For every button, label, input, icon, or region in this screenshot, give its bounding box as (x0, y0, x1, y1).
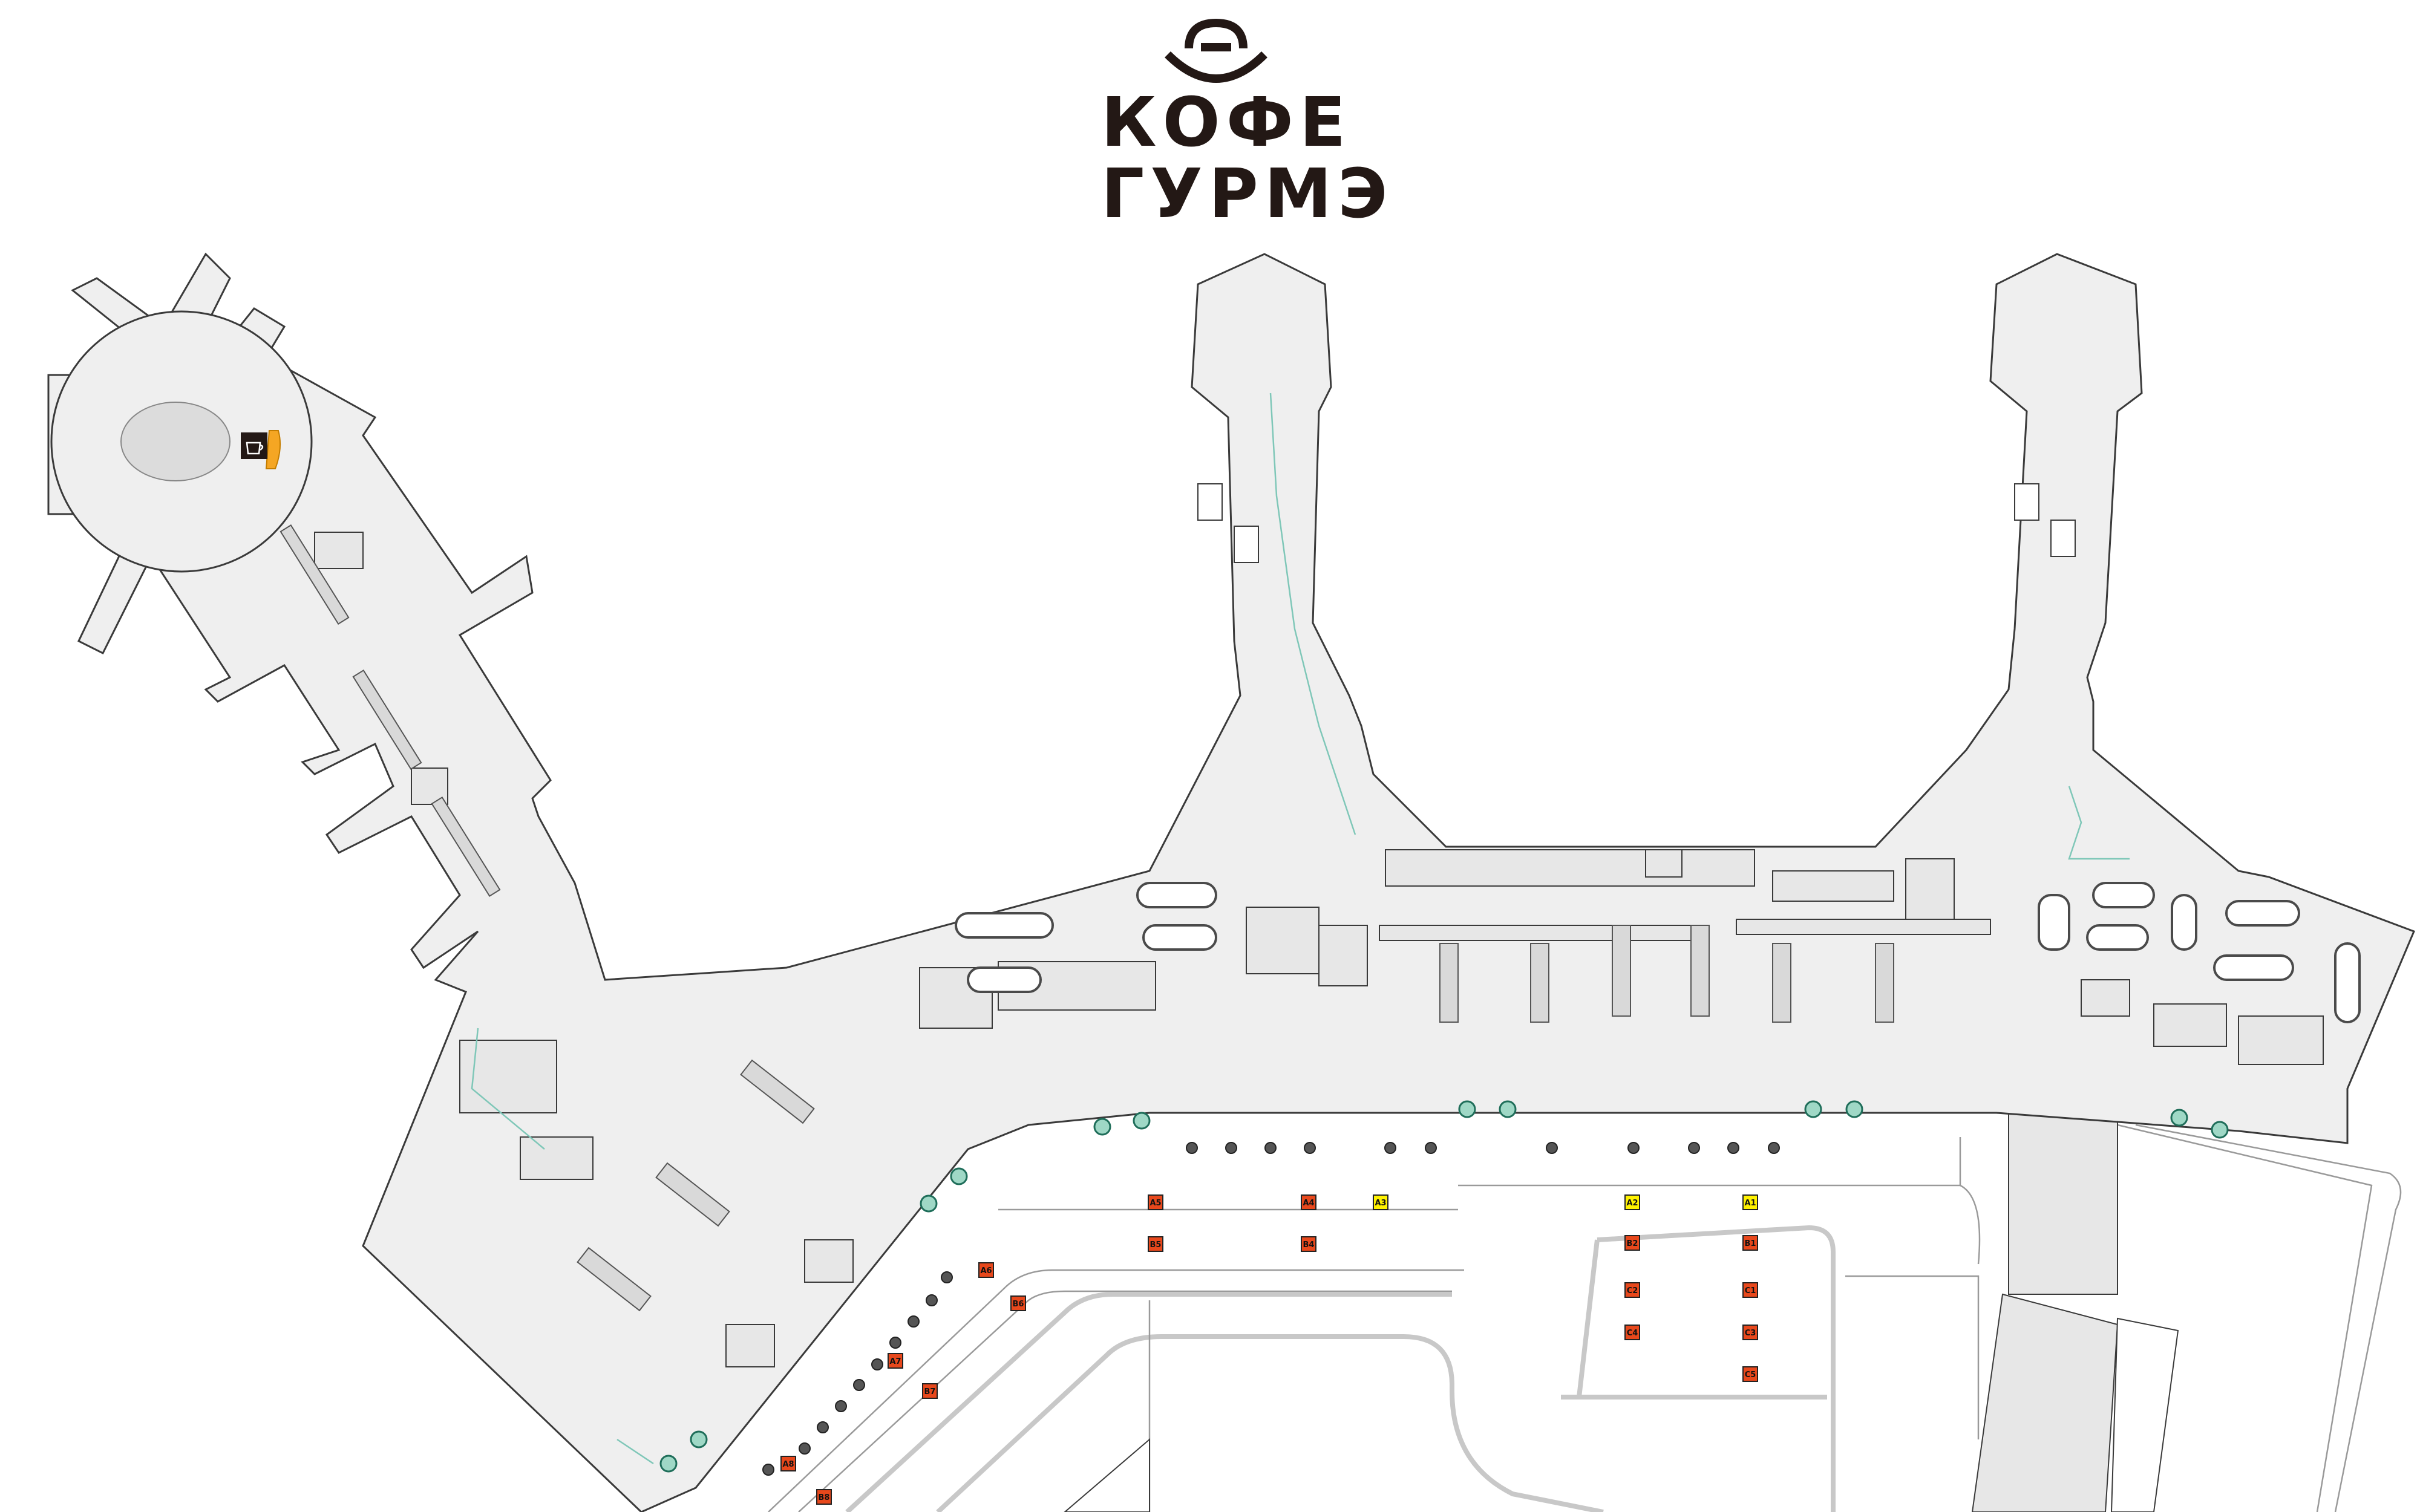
bus-stop-a7[interactable]: A7 (888, 1353, 903, 1369)
bus-stop-c5[interactable]: C5 (1742, 1366, 1758, 1382)
bus-stop-label: A2 (1626, 1199, 1638, 1208)
bus-stop-c3[interactable]: C3 (1742, 1325, 1758, 1340)
bus-stop-marker[interactable] (1373, 1194, 1388, 1210)
bus-stop-marker[interactable] (1742, 1325, 1758, 1340)
bus-stop-label: C3 (1745, 1329, 1756, 1338)
brand-line-1: КОФЕ (1101, 83, 1352, 162)
bus-stop-label: C4 (1627, 1329, 1638, 1338)
bus-stop-b4[interactable]: B4 (1301, 1236, 1316, 1252)
baggage-belts (955, 882, 2361, 1023)
check-in-islands (280, 524, 1894, 1312)
bus-stop-marker[interactable] (888, 1353, 903, 1369)
bus-stop-c1[interactable]: C1 (1742, 1282, 1758, 1298)
coffee-cup-icon[interactable] (241, 432, 267, 459)
bus-stop-label: A4 (1303, 1199, 1314, 1208)
bus-stop-label: B5 (1150, 1240, 1162, 1250)
bus-stop-a2[interactable]: A2 (1624, 1194, 1640, 1210)
bus-stop-b2[interactable]: B2 (1624, 1235, 1640, 1251)
entrance-doors (659, 1100, 2229, 1473)
bus-stop-label: C5 (1745, 1370, 1756, 1380)
bus-stop-label: B6 (1013, 1300, 1024, 1309)
pillars (762, 1142, 1780, 1476)
bus-stop-label: A5 (1150, 1199, 1161, 1208)
bus-stop-marker[interactable] (780, 1456, 796, 1471)
bus-stop-a8[interactable]: A8 (780, 1456, 796, 1471)
bus-stop-label: A6 (980, 1266, 992, 1276)
bus-stop-a6[interactable]: A6 (978, 1262, 994, 1278)
bus-stop-label: C1 (1745, 1286, 1756, 1295)
bus-stop-marker[interactable] (1624, 1235, 1640, 1251)
bus-stop-b8[interactable]: B8 (816, 1489, 832, 1505)
bus-stop-b1[interactable]: B1 (1742, 1235, 1758, 1251)
bus-stop-marker[interactable] (1301, 1194, 1316, 1210)
apron-blocks (1064, 1106, 2179, 1512)
bus-stop-marker[interactable] (1624, 1194, 1640, 1210)
bus-stop-marker[interactable] (1148, 1236, 1163, 1252)
bus-stop-a5[interactable]: A5 (1148, 1194, 1163, 1210)
bus-stop-marker[interactable] (816, 1489, 832, 1505)
bus-stop-marker[interactable] (1742, 1194, 1758, 1210)
bus-stop-marker[interactable] (922, 1383, 938, 1399)
bus-stop-label: A7 (889, 1357, 901, 1366)
bus-stop-b7[interactable]: B7 (922, 1383, 938, 1399)
cafe-location[interactable] (241, 430, 281, 469)
cup-logo-icon (1165, 18, 1267, 83)
bus-stop-marker[interactable] (1624, 1325, 1640, 1340)
walkways (471, 393, 2130, 1465)
bus-stop-marker[interactable] (1624, 1282, 1640, 1298)
bus-stop-b6[interactable]: B6 (1010, 1295, 1026, 1311)
bus-stop-c2[interactable]: C2 (1624, 1282, 1640, 1298)
bus-stop-marker[interactable] (1742, 1282, 1758, 1298)
bus-stop-label: B7 (924, 1387, 936, 1396)
bus-stop-label: A8 (782, 1460, 794, 1469)
bus-stop-c4[interactable]: C4 (1624, 1325, 1640, 1340)
bus-stop-a3[interactable]: A3 (1373, 1194, 1388, 1210)
bus-stop-marker[interactable] (1742, 1235, 1758, 1251)
bus-stop-b5[interactable]: B5 (1148, 1236, 1163, 1252)
bus-stop-marker[interactable] (1010, 1295, 1026, 1311)
bus-stop-label: B2 (1627, 1239, 1638, 1248)
bus-stop-label: C2 (1627, 1286, 1638, 1295)
interior-rooms (314, 483, 2324, 1367)
bus-stop-a1[interactable]: A1 (1742, 1194, 1758, 1210)
bus-stop-marker[interactable] (1148, 1194, 1163, 1210)
bus-stop-marker[interactable] (978, 1262, 994, 1278)
bus-stop-a4[interactable]: A4 (1301, 1194, 1316, 1210)
bus-stop-marker[interactable] (1301, 1236, 1316, 1252)
bus-stop-label: B8 (819, 1493, 830, 1502)
bus-stop-label: B4 (1303, 1240, 1315, 1250)
terminal-building (47, 252, 2415, 1512)
bus-stop-label: A3 (1375, 1199, 1386, 1208)
bus-stop-marker[interactable] (1742, 1366, 1758, 1382)
bus-stop-label: B1 (1745, 1239, 1756, 1248)
bus-stop-label: A1 (1744, 1199, 1756, 1208)
